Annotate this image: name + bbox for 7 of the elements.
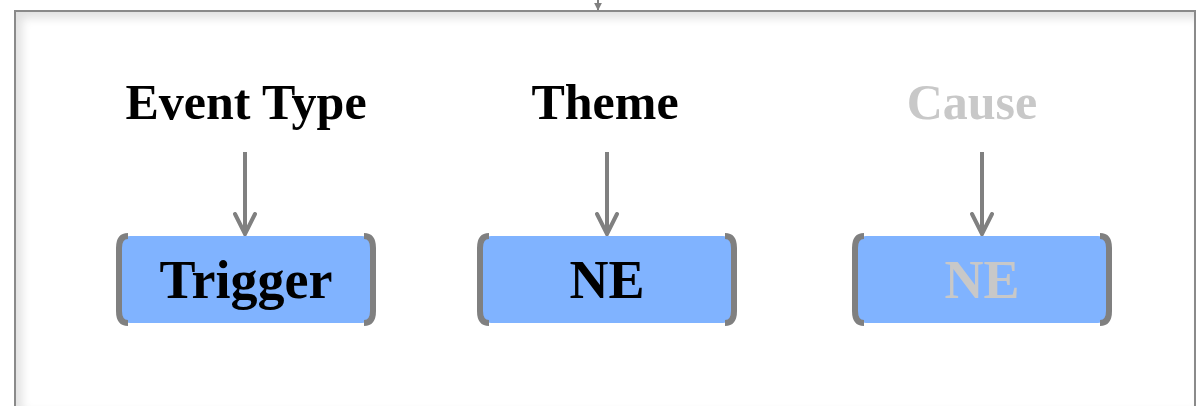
label-text: Event Type [125, 73, 367, 132]
label-text: Theme [531, 73, 679, 132]
panel-frame [14, 10, 1196, 406]
arrow [233, 152, 257, 236]
arrow [595, 152, 619, 236]
arrow [970, 152, 994, 236]
arrow [594, 0, 602, 11]
